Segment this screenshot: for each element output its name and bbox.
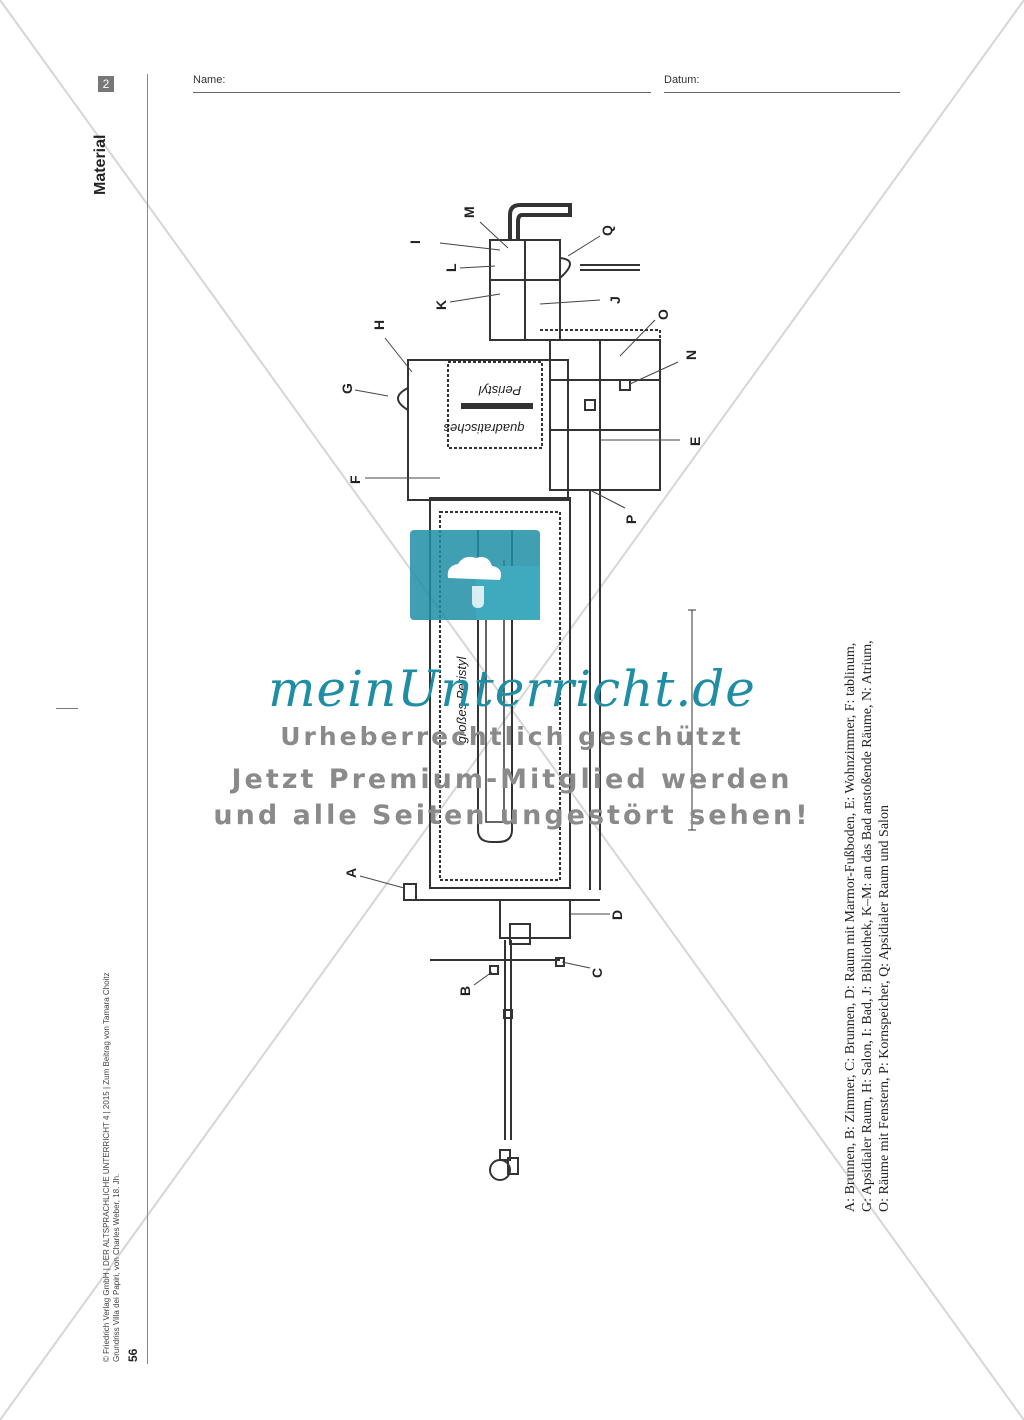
- letter-b: B: [457, 986, 473, 996]
- pool: [477, 530, 513, 843]
- watermark-folder-icon: [410, 530, 540, 620]
- square-peristyle: [447, 361, 543, 449]
- letter-e: E: [687, 437, 703, 446]
- plan-label-peristyl: Peristyl: [478, 383, 522, 398]
- letter-k: K: [433, 300, 449, 310]
- margin-rule: [147, 74, 148, 1364]
- letter-p: P: [623, 515, 639, 524]
- letter-j: J: [607, 296, 623, 304]
- letter-o: O: [655, 309, 671, 320]
- plan-letters: A B C D E F G H I J K L M N O P Q: [339, 206, 703, 996]
- date-label: Datum:: [664, 74, 700, 86]
- large-peristyle-inner: [439, 511, 561, 881]
- plan-label-quadratic: quadratisches: [443, 421, 524, 436]
- letter-g: G: [339, 383, 355, 394]
- letter-l: L: [443, 263, 459, 272]
- fold-mark: [56, 708, 78, 709]
- letter-d: D: [609, 910, 625, 920]
- letter-a: A: [343, 868, 359, 878]
- large-peristyle-outer: [429, 497, 571, 889]
- section-number-badge: 2: [98, 76, 114, 92]
- watermark-line-2: Jetzt Premium-Mitglied werden: [231, 764, 793, 795]
- letter-q: Q: [599, 225, 615, 236]
- letter-m: M: [461, 206, 477, 218]
- letter-c: C: [589, 968, 605, 978]
- watermark-logo: meinUnterricht.de: [268, 660, 756, 718]
- letter-i: I: [407, 240, 423, 244]
- letter-f: F: [347, 475, 363, 484]
- name-line[interactable]: [193, 92, 651, 93]
- name-label: Name:: [193, 74, 226, 86]
- letter-h: H: [371, 320, 387, 330]
- watermark-line-3: und alle Seiten ungestört sehen!: [213, 800, 811, 831]
- letter-n: N: [683, 350, 699, 360]
- watermark-line-1: Urheberrechtlich geschützt: [280, 722, 744, 751]
- plan-label-large-peristyl: großes Peristyl: [454, 656, 469, 744]
- date-line[interactable]: [664, 92, 900, 93]
